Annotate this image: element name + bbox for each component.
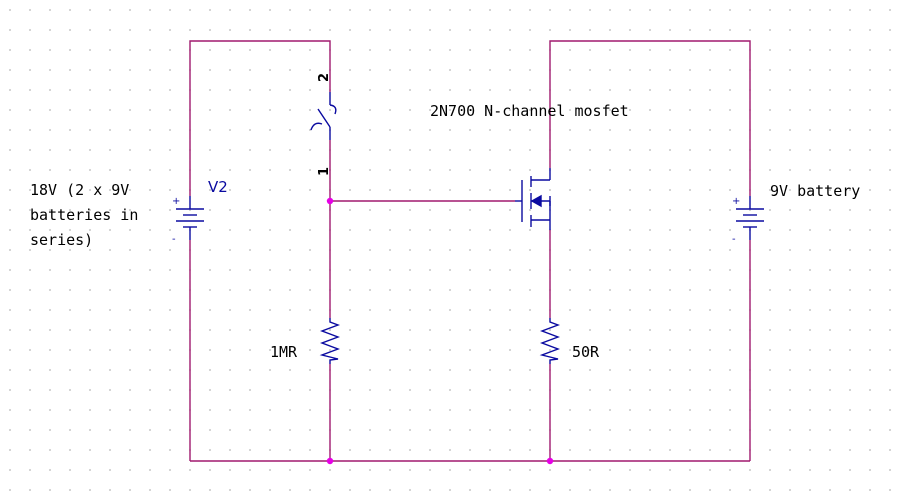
battery-v2-symbol (176, 196, 204, 240)
battery-v2-desc-line3: series) (30, 231, 93, 249)
wires (189, 40, 751, 462)
battery-9v-label: 9V battery (770, 182, 860, 200)
junction-bottom-left (326, 457, 334, 465)
mosfet-symbol (515, 168, 551, 230)
wire-left-top (189, 40, 331, 196)
battery-v2-desc-line2: batteries in (30, 206, 138, 224)
battery-9v-plus: + (732, 196, 740, 207)
battery-v2-plus: + (172, 196, 180, 207)
mosfet-label: 2N700 N-channel mosfet (430, 102, 629, 120)
resistor-1m-label: 1MR (270, 343, 298, 361)
resistor-50r-label: 50R (572, 343, 600, 361)
resistor-50r-symbol (539, 318, 560, 364)
junctions (326, 197, 554, 465)
wire-drain-loop (549, 40, 751, 196)
battery-9v-symbol (736, 196, 764, 240)
resistor-1m-symbol (319, 318, 340, 364)
battery-v2-minus: - (172, 234, 176, 245)
switch-symbol (310, 92, 337, 140)
battery-v2-ref: V2 (208, 178, 228, 196)
switch-pin-1-label: 1 (317, 167, 332, 176)
junction-gate-node (326, 197, 334, 205)
switch-pin-2-label: 2 (317, 73, 332, 82)
battery-9v-minus: - (732, 234, 736, 245)
junction-bottom-right (546, 457, 554, 465)
battery-v2-desc-line1: 18V (2 x 9V (30, 181, 129, 199)
